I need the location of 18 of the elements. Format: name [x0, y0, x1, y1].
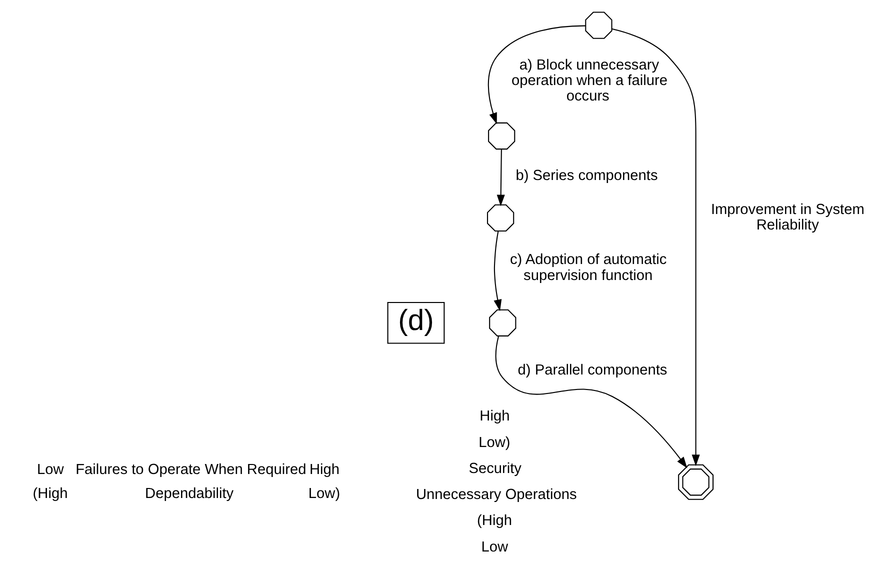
label: Low: [36, 462, 64, 478]
edge-label: a) Block unnecessary operation when a failure occurs: [511, 57, 667, 105]
edge-label: Improvement in System Reliability: [710, 202, 864, 234]
label: Low): [478, 434, 510, 451]
label: Low: [480, 539, 508, 556]
label: (d): [398, 305, 434, 338]
label: (High: [32, 486, 68, 502]
label: High: [308, 462, 340, 478]
label: Low): [308, 486, 340, 502]
label: Unnecessary Operations: [415, 487, 576, 504]
label: Dependability: [144, 486, 234, 502]
label: High: [479, 408, 510, 425]
edge-label: c) Adoption of automatic supervision function: [509, 252, 666, 284]
label: (High: [476, 513, 512, 530]
label: Failures to Operate When Required: [75, 462, 306, 478]
edge-label: b) Series components: [515, 168, 658, 184]
edge-label: d) Parallel components: [517, 362, 667, 378]
label: Security: [468, 460, 521, 477]
